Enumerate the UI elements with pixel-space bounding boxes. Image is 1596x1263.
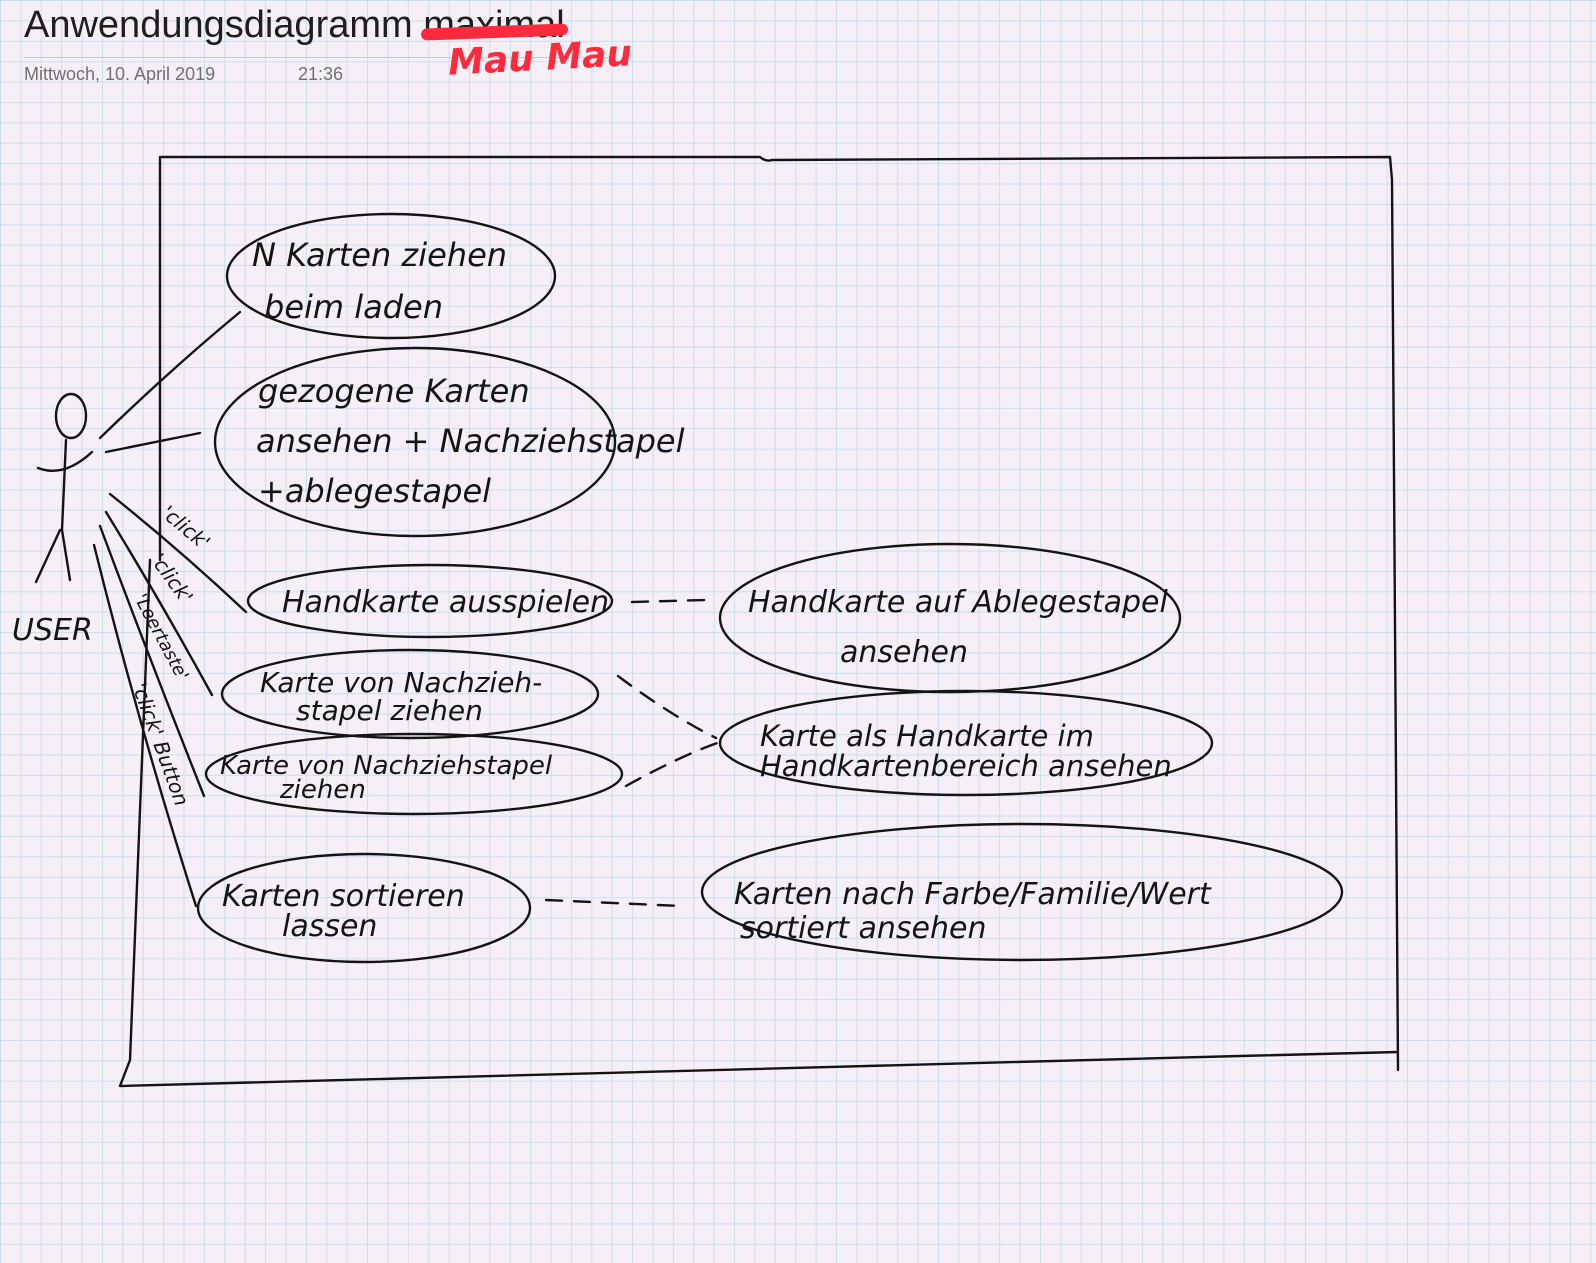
- use-case-2-ellipse: [213, 346, 617, 538]
- dashed-link-2: [616, 674, 718, 740]
- assoc-line-1: [98, 310, 242, 440]
- use-case-4-text: Karte von Nachzieh- stapel ziehen: [260, 666, 551, 727]
- use-case-1-text: N Karten ziehen beim laden: [252, 236, 517, 326]
- result-1-text: Handkarte auf Ablegestapel ansehen: [748, 585, 1177, 670]
- dashed-link-3: [624, 740, 722, 788]
- use-case-5-ellipse: [204, 732, 624, 816]
- system-boundary: [118, 155, 1400, 1088]
- assoc-line-3: [108, 492, 248, 614]
- use-case-4-ellipse: [220, 648, 600, 740]
- title-divider: [24, 57, 614, 58]
- use-case-3-ellipse: [246, 563, 614, 639]
- page-time: 21:36: [298, 64, 344, 84]
- page-date: Mittwoch, 10. April 2019: [24, 64, 216, 84]
- result-3-text: Karten nach Farbe/Familie/Wert sortiert …: [734, 877, 1220, 946]
- assoc-line-5: [98, 524, 206, 798]
- title-text: Anwendungsdiagramm: [24, 4, 424, 46]
- assoc-line-6: [92, 543, 198, 908]
- use-case-6-ellipse: [196, 852, 532, 964]
- dashed-link-1: [630, 598, 708, 604]
- title-struck-word: maximal: [423, 4, 565, 46]
- assoc-line-4: [104, 510, 214, 697]
- edge-label-click-1: 'click': [157, 500, 215, 554]
- use-case-3-text: Handkarte ausspielen: [282, 585, 609, 620]
- actor-user: [34, 392, 94, 584]
- result-2-ellipse: [718, 689, 1214, 797]
- use-case-5-text: Karte von Nachziehstapel ziehen: [220, 751, 560, 805]
- use-case-1-ellipse: [225, 212, 557, 340]
- use-case-6-text: Karten sortieren lassen: [222, 879, 474, 944]
- result-3-ellipse: [700, 822, 1344, 962]
- dashed-link-4: [544, 898, 682, 908]
- assoc-line-2: [104, 431, 202, 454]
- use-case-2-text: gezogene Karten ansehen + Nachziehstapel…: [256, 372, 695, 510]
- actor-label: USER: [12, 613, 93, 648]
- result-2-text: Karte als Handkarte im Handkartenbereich…: [760, 719, 1172, 783]
- page-title: Anwendungsdiagramm maximal: [24, 4, 565, 47]
